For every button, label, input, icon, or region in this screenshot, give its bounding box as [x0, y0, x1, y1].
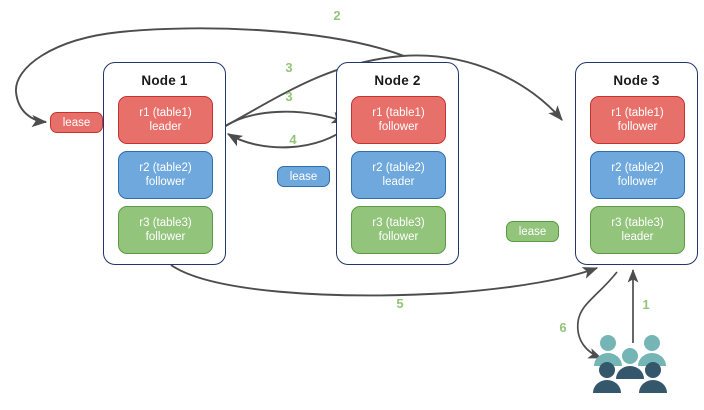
- replica-line-2: leader: [149, 121, 182, 133]
- replica-line-1: r2 (table2): [139, 162, 192, 174]
- step-label-5: 5: [396, 296, 404, 311]
- step-label-6: 6: [559, 320, 567, 335]
- replica-line-1: r3 (table3): [611, 217, 664, 229]
- users-group-icon: [593, 335, 667, 393]
- lease-badge-table3[interactable]: lease: [506, 221, 559, 242]
- step-label-2: 2: [333, 8, 341, 23]
- replica-line-2: follower: [145, 176, 186, 188]
- node-3-replica-r2-table2[interactable]: r2 (table2) follower: [590, 151, 685, 199]
- node-2-title: Node 2: [374, 73, 421, 88]
- node-3-title: Node 3: [613, 73, 660, 88]
- node-1-container[interactable]: Node 1 r1 (table1) leader r2 (table2) fo…: [103, 62, 226, 265]
- replica-line-2: leader: [621, 231, 654, 243]
- users-center-front: [622, 348, 638, 364]
- replica-line-2: follower: [378, 231, 419, 243]
- node-2-replica-r3-table3[interactable]: r3 (table3) follower: [351, 206, 446, 254]
- replica-line-1: r1 (table1): [139, 107, 192, 119]
- step-label-3b: 3: [285, 89, 293, 104]
- arrow-step-3-to-node2: [221, 110, 348, 129]
- node-3-replica-r3-table3[interactable]: r3 (table3) leader: [590, 206, 685, 254]
- node-2-replica-r1-table1[interactable]: r1 (table1) follower: [351, 96, 446, 144]
- node-3-container[interactable]: Node 3 r1 (table1) follower r2 (table2) …: [575, 62, 698, 265]
- step-label-1: 1: [642, 297, 650, 312]
- users-back-row: [594, 335, 666, 366]
- node-1-replica-r2-table2[interactable]: r2 (table2) follower: [118, 151, 213, 199]
- lease-badge-table1[interactable]: lease: [50, 112, 103, 133]
- replica-line-2: follower: [617, 121, 658, 133]
- replica-line-1: r3 (table3): [139, 217, 192, 229]
- replica-line-1: r2 (table2): [372, 162, 425, 174]
- replica-line-1: r3 (table3): [372, 217, 425, 229]
- replica-line-2: follower: [145, 231, 186, 243]
- node-1-title: Node 1: [141, 73, 188, 88]
- arrow-step-3-to-node3: [221, 54, 563, 129]
- node-1-replica-r1-table1[interactable]: r1 (table1) leader: [118, 96, 213, 144]
- node-2-replica-r2-table2[interactable]: r2 (table2) leader: [351, 151, 446, 199]
- replica-line-1: r2 (table2): [611, 162, 664, 174]
- arrow-step-5: [170, 264, 599, 297]
- step-label-4: 4: [289, 132, 297, 147]
- replica-line-1: r1 (table1): [372, 107, 425, 119]
- replica-line-2: follower: [378, 121, 419, 133]
- replica-line-2: leader: [382, 176, 415, 188]
- replica-line-1: r1 (table1): [611, 107, 664, 119]
- step-label-3a: 3: [285, 60, 293, 75]
- arrow-step-2: [15, 27, 405, 128]
- arrow-step-6: [576, 271, 618, 359]
- lease-badge-table2[interactable]: lease: [277, 166, 330, 187]
- node-3-replica-r1-table1[interactable]: r1 (table1) follower: [590, 96, 685, 144]
- node-2-container[interactable]: Node 2 r1 (table1) follower r2 (table2) …: [336, 62, 459, 265]
- replica-line-2: follower: [617, 176, 658, 188]
- users-center-dark: [616, 366, 644, 379]
- users-front-row: [593, 362, 667, 393]
- node-1-replica-r3-table3[interactable]: r3 (table3) follower: [118, 206, 213, 254]
